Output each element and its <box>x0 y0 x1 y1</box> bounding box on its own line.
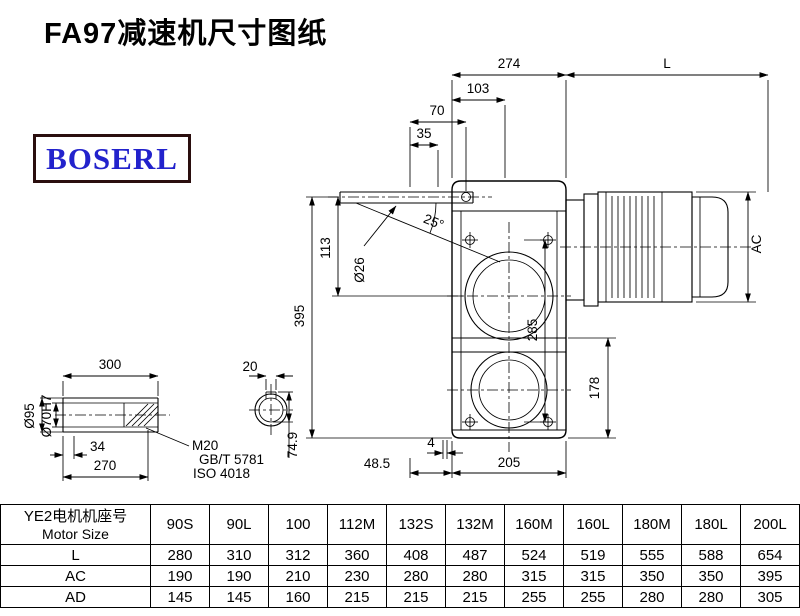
value-cell: 160 <box>268 586 328 608</box>
dim-70h7: Ø70H7 <box>39 395 54 438</box>
value-cell: 280 <box>681 586 741 608</box>
size-header-cell: 132M <box>445 504 505 545</box>
motor-flange <box>565 199 585 301</box>
size-header-cell: 132S <box>386 504 446 545</box>
value-cell: 145 <box>150 586 210 608</box>
input-shaft <box>328 191 492 204</box>
value-cell: 305 <box>740 586 800 608</box>
value-cell: 215 <box>327 586 387 608</box>
dim-178: 178 <box>587 377 602 400</box>
angle-reference <box>355 202 501 263</box>
bolt-hole <box>462 232 478 248</box>
hollow-shaft-detail: 300 270 34 Ø95 Ø70H7 M20 GB/T 5781 ISO 4… <box>22 357 264 481</box>
value-cell: 145 <box>209 586 269 608</box>
gearbox-housing <box>447 180 571 452</box>
dim-74-9: 74.9 <box>285 432 300 458</box>
table-row-AD: AD 145 145 160 215 215 215 255 255 280 2… <box>0 586 800 608</box>
table-row-L: L 280 310 312 360 408 487 524 519 555 58… <box>0 544 800 566</box>
value-cell: 310 <box>209 544 269 566</box>
dim-25deg: 25° <box>421 211 446 233</box>
value-cell: 395 <box>740 565 800 587</box>
dim-L: L <box>663 56 671 71</box>
thread-callout-m20: M20 <box>192 438 218 453</box>
motor-size-header-cn: YE2电机机座号 <box>23 507 128 525</box>
dim-20: 20 <box>242 359 257 374</box>
size-header-cell: 200L <box>740 504 800 545</box>
size-header-cell: 180M <box>622 504 682 545</box>
dim-395: 395 <box>292 305 307 328</box>
motor-bell <box>583 193 599 307</box>
dim-35: 35 <box>416 126 431 141</box>
motor <box>560 191 752 307</box>
motor-size-header: YE2电机机座号 Motor Size <box>0 504 151 545</box>
row-label-L: L <box>0 544 151 566</box>
value-cell: 315 <box>504 565 564 587</box>
fan-cover <box>691 196 729 298</box>
dim-26: Ø26 <box>352 257 367 283</box>
value-cell: 408 <box>386 544 446 566</box>
value-cell: 350 <box>622 565 682 587</box>
value-cell: 350 <box>681 565 741 587</box>
row-label-AD: AD <box>0 586 151 608</box>
value-cell: 210 <box>268 565 328 587</box>
value-cell: 315 <box>563 565 623 587</box>
value-cell: 215 <box>386 586 446 608</box>
dim-34: 34 <box>90 439 106 454</box>
bolt-hole <box>462 414 478 430</box>
value-cell: 230 <box>327 565 387 587</box>
dim-4: 4 <box>427 435 435 450</box>
size-header-cell: 160M <box>504 504 564 545</box>
value-cell: 487 <box>445 544 505 566</box>
value-cell: 190 <box>150 565 210 587</box>
motor-dimension-table: YE2电机机座号 Motor Size 90S 90L 100 112M 132… <box>0 504 800 608</box>
value-cell: 280 <box>386 565 446 587</box>
value-cell: 588 <box>681 544 741 566</box>
size-header-cell: 112M <box>327 504 387 545</box>
value-cell: 255 <box>563 586 623 608</box>
size-header-cell: 90S <box>150 504 210 545</box>
main-dimensions: 274 L 103 70 35 25° Ø26 113 395 285 AC 1… <box>292 56 769 478</box>
size-header-cell: 100 <box>268 504 328 545</box>
dim-274: 274 <box>498 56 521 71</box>
table-header-row: YE2电机机座号 Motor Size 90S 90L 100 112M 132… <box>0 504 800 545</box>
dim-113: 113 <box>318 237 333 259</box>
standard-gb5781: GB/T 5781 <box>199 452 264 467</box>
dim-300: 300 <box>99 357 122 372</box>
value-cell: 360 <box>327 544 387 566</box>
value-cell: 519 <box>563 544 623 566</box>
shaft-end-view: 20 74.9 <box>242 359 300 458</box>
value-cell: 280 <box>150 544 210 566</box>
value-cell: 555 <box>622 544 682 566</box>
value-cell: 524 <box>504 544 564 566</box>
value-cell: 190 <box>209 565 269 587</box>
value-cell: 255 <box>504 586 564 608</box>
row-label-AC: AC <box>0 565 151 587</box>
value-cell: 312 <box>268 544 328 566</box>
page-title: FA97减速机尺寸图纸 <box>44 18 328 50</box>
dim-285: 285 <box>525 319 540 342</box>
dim-48-5: 48.5 <box>364 456 390 471</box>
value-cell: 280 <box>445 565 505 587</box>
dim-95: Ø95 <box>22 403 37 429</box>
value-cell: 280 <box>622 586 682 608</box>
dim-103: 103 <box>467 81 490 96</box>
value-cell: 215 <box>445 586 505 608</box>
dim-70: 70 <box>429 103 444 118</box>
motor-size-header-en: Motor Size <box>42 525 109 542</box>
dim-205: 205 <box>498 455 521 470</box>
size-header-cell: 180L <box>681 504 741 545</box>
dim-AC: AC <box>749 234 764 253</box>
table-row-AC: AC 190 190 210 230 280 280 315 315 350 3… <box>0 565 800 587</box>
boserl-logo-text: BOSERL <box>46 140 178 176</box>
technical-drawing: 274 L 103 70 35 25° Ø26 113 395 285 AC 1… <box>22 56 769 481</box>
value-cell: 654 <box>740 544 800 566</box>
standard-iso4018: ISO 4018 <box>193 466 250 481</box>
size-header-cell: 160L <box>563 504 623 545</box>
boserl-logo: BOSERL <box>33 134 191 183</box>
size-header-cell: 90L <box>209 504 269 545</box>
dim-270: 270 <box>94 458 117 473</box>
